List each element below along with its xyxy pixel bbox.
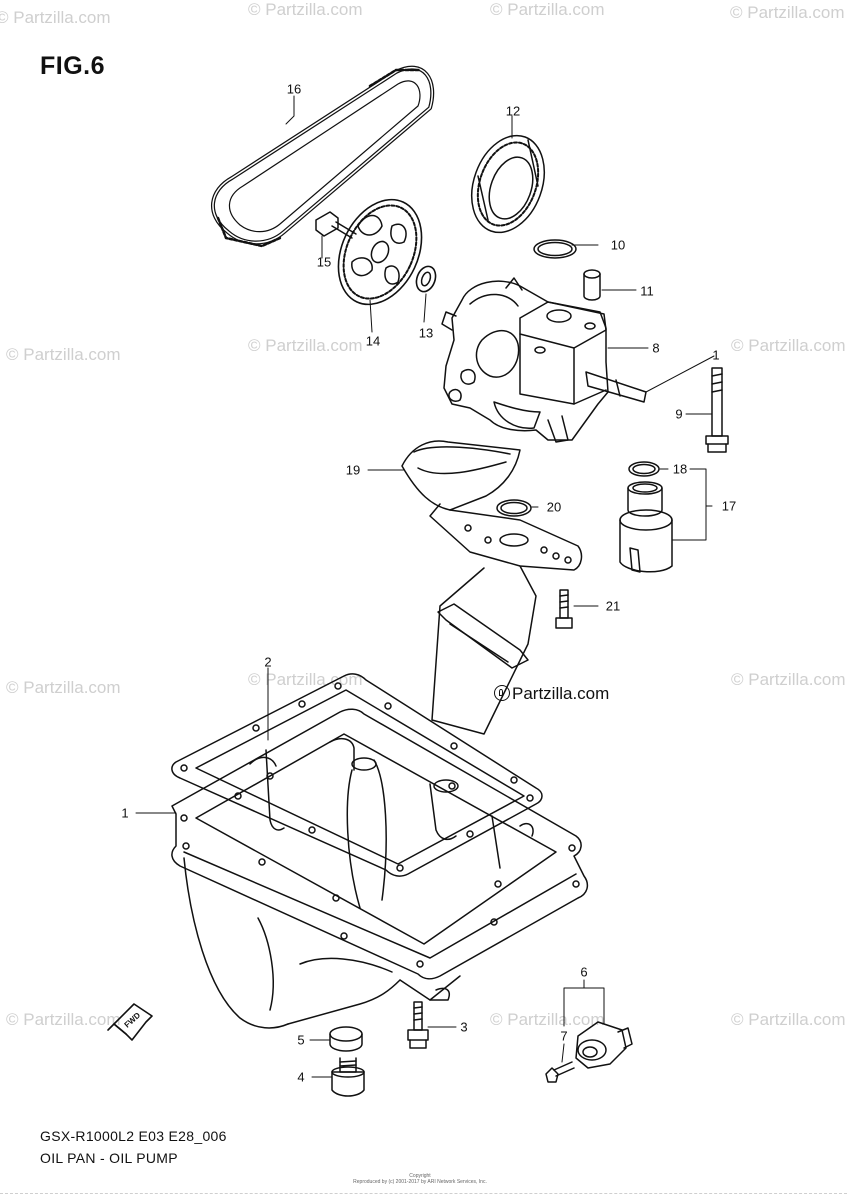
watermark: © Partzilla.com	[248, 670, 363, 689]
copyright-notice: Reproduced by (c) 2001-2017 by ARI Netwo…	[353, 1179, 487, 1185]
callout-2: 2	[264, 654, 272, 670]
bottom-divider	[0, 1193, 847, 1194]
callout-1: 1	[121, 805, 129, 821]
model-code: GSX-R1000L2 E03 E28_006	[40, 1128, 227, 1144]
brand-text: Partzilla.com	[512, 684, 610, 703]
partzilla-brand: Partzilla.com	[494, 684, 609, 704]
o-ring-20	[496, 499, 532, 517]
callout-17: 17	[721, 498, 737, 514]
callout-5: 5	[297, 1032, 305, 1048]
oil-pump-assembly	[441, 277, 647, 443]
watermark: © Partzilla.com	[490, 0, 605, 19]
watermark: © Partzilla.com	[6, 678, 121, 697]
callout-15: 15	[316, 254, 332, 270]
callout-19: 19	[345, 462, 361, 478]
callout-10: 10	[610, 237, 626, 253]
watermark: © Partzilla.com	[6, 1010, 121, 1029]
figure-title: FIG.6	[40, 52, 106, 80]
sprocket-bolt	[315, 211, 357, 239]
switch-screw	[545, 1061, 575, 1083]
callout-9: 9	[675, 406, 683, 422]
callout-13: 13	[418, 325, 434, 341]
watermark: © Partzilla.com	[6, 345, 121, 364]
oil-pressure-regulator	[619, 481, 673, 573]
callout-1-upper: 1	[712, 347, 720, 363]
callout-16: 16	[286, 81, 302, 97]
oil-pump-driven-gear	[471, 134, 545, 234]
o-ring-18	[628, 461, 660, 477]
watermark: © Partzilla.com	[490, 1010, 605, 1029]
watermark: © Partzilla.com	[730, 3, 845, 22]
oil-pump-bolt	[705, 367, 729, 453]
watermark: © Partzilla.com	[731, 336, 846, 355]
callout-21: 21	[605, 598, 621, 614]
callout-8: 8	[652, 340, 660, 356]
diagram-subtitle: OIL PAN - OIL PUMP	[40, 1150, 178, 1166]
watermark: © Partzilla.com	[0, 8, 111, 27]
strainer-bolt	[555, 589, 573, 629]
watermark: © Partzilla.com	[248, 0, 363, 19]
forward-direction-arrow-icon	[107, 1003, 153, 1041]
watermark: © Partzilla.com	[248, 336, 363, 355]
oil-pump-sprocket	[337, 198, 423, 306]
callout-3: 3	[460, 1019, 468, 1035]
washer	[415, 265, 437, 293]
dowel-pin	[583, 269, 601, 301]
callout-12: 12	[505, 103, 521, 119]
partzilla-logo-icon	[494, 685, 510, 701]
oil-pan	[171, 708, 589, 1029]
leader-lines	[135, 95, 715, 1078]
oil-pan-bolt	[407, 1001, 429, 1049]
callout-6: 6	[580, 964, 588, 980]
callout-18: 18	[672, 461, 688, 477]
o-ring-10	[533, 239, 577, 259]
callout-4: 4	[297, 1069, 305, 1085]
drain-plug	[331, 1057, 365, 1097]
callout-11: 11	[640, 283, 654, 299]
callout-20: 20	[546, 499, 562, 515]
drain-plug-gasket	[329, 1026, 363, 1052]
oil-pressure-switch	[575, 1021, 633, 1069]
callout-7: 7	[560, 1028, 568, 1044]
callout-14: 14	[365, 333, 381, 349]
copyright-heading: Copyright	[409, 1173, 431, 1179]
watermark: © Partzilla.com	[731, 670, 846, 689]
oil-strainer	[401, 440, 583, 735]
watermark: © Partzilla.com	[731, 1010, 846, 1029]
oil-pump-chain	[210, 65, 435, 248]
